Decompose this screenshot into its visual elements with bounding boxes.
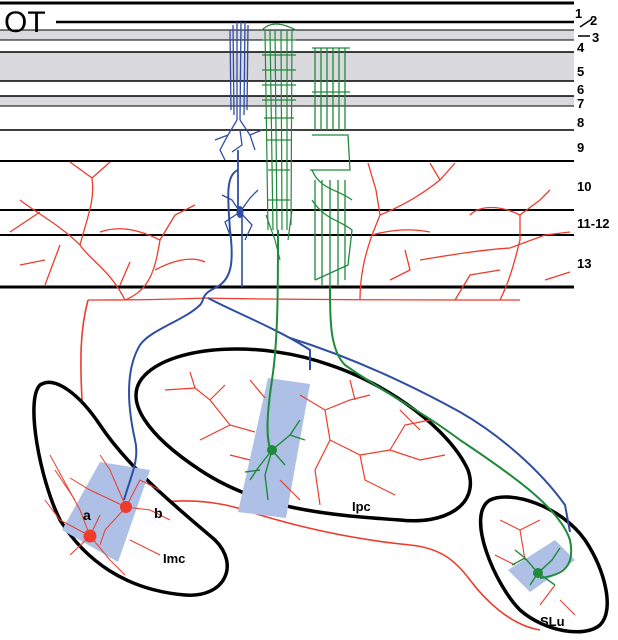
blue-tectal-neuron [123,21,571,533]
blue-basal-dendrites [221,189,259,241]
blue-axon [123,169,571,533]
imc-neuron-a-soma [83,529,97,543]
layer-label-6: 6 [577,82,584,97]
layer-label-13: 13 [577,256,591,271]
layer-label-3: 3 [592,30,599,45]
layer-label-8: 8 [577,115,584,130]
ipc-outline [134,347,473,523]
neuron-a-marker: a [83,507,91,523]
ipc-internal-dendrites [164,371,446,506]
layer-labels: 1 2 3 4 5 6 7 8 9 10 11-12 13 [575,6,610,271]
ipc-nucleus: Ipc [134,347,473,523]
imc-neuron-dendrites [44,454,171,576]
layer-label-2: 2 [590,13,597,28]
imc-neuron-b-soma [120,501,132,513]
slu-internal-dendrites [494,519,576,616]
green-ipc-dendrites [244,419,306,501]
layer-label-11-12: 11-12 [577,216,610,231]
layer-label-7: 7 [577,96,584,111]
layer-label-5: 5 [577,64,584,79]
layer-label-9: 9 [577,140,584,155]
green-apical-arbor-slu [310,47,353,288]
green-axon-slu [329,287,573,579]
slu-nucleus: SLu [478,495,609,634]
slu-label: SLu [540,614,565,629]
ipc-label: Ipc [352,499,371,514]
imc-tectal-arbor [9,161,571,301]
optic-tectum-label: OT [4,6,46,39]
slu-projection-zone [508,540,575,592]
imc-label: Imc [163,551,185,566]
layer-label-1-2-slash [579,18,593,28]
layer-label-4: 4 [577,40,585,55]
blue-apical-dendrites [214,21,263,161]
layer-label-1: 1 [575,6,582,21]
green-soma-slu [533,568,543,578]
layer-label-10: 10 [577,179,591,194]
green-tectal-neuron-ipc [244,23,306,501]
green-apical-arbor-ipc [261,23,297,261]
green-axon-ipc [266,229,279,456]
green-tectal-neuron-slu [310,47,573,586]
neuron-b-marker: b [154,505,163,521]
green-soma-ipc [267,445,277,455]
